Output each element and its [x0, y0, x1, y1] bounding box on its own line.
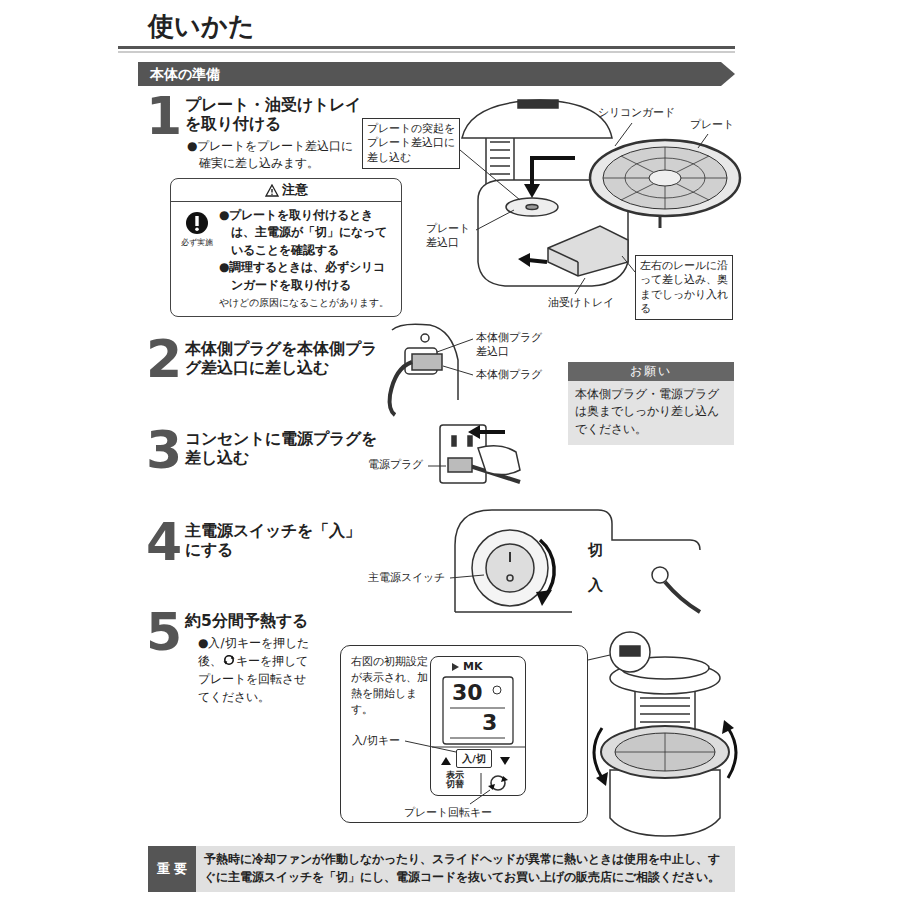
control-panel-details	[432, 663, 526, 794]
step-heading: 主電源スイッチを「入」にする	[185, 522, 371, 561]
rotate-key-icon	[223, 654, 235, 666]
callout-box: 左右のレールに沿って差し込み、奥までしっかり入れる	[635, 255, 733, 320]
step-heading: コンセントに電源プラグを差し込む	[185, 430, 377, 469]
brand-logo: MK	[463, 660, 482, 673]
leader-line	[428, 466, 446, 467]
push-arrow	[478, 430, 505, 434]
must-do-icon	[185, 211, 209, 235]
must-do-label: 必ず実施	[181, 237, 213, 248]
rotate-arrow	[594, 728, 602, 778]
step-number: 5	[146, 606, 182, 658]
insert-arrowhead	[524, 184, 540, 198]
step-heading: 本体側プラグを本体側プラグ差込口に差し込む	[185, 340, 381, 379]
caution-bullet: ●プレートを取り付けるときは、主電源が「切」になっていることを確認する	[219, 207, 395, 259]
callout-box: プレートの突起をプレート差込口に差し込む	[362, 118, 460, 169]
rotate-arrowhead	[722, 720, 734, 734]
insert-arrow	[532, 158, 575, 186]
outlet-step3	[440, 425, 520, 483]
tray-arrow	[528, 260, 547, 262]
caution-icon-col: 必ず実施	[175, 207, 219, 310]
page-title: 使いかた	[148, 10, 255, 44]
title-rule	[118, 46, 735, 49]
part-label: 電源プラグ	[368, 458, 423, 472]
step-number: 1	[146, 90, 182, 142]
section-title: 本体の準備	[138, 62, 735, 86]
step-heading: プレート・油受けトレイを取り付ける	[185, 96, 363, 135]
rotate-arrowhead	[596, 772, 608, 786]
display-digits: 30	[452, 681, 483, 705]
switch-step4	[455, 510, 700, 612]
leader-lines-step2	[437, 339, 473, 375]
turn-arrowhead	[536, 590, 552, 606]
title-rule-thin	[118, 52, 735, 53]
display-switch-key: 表示切替	[437, 771, 473, 792]
part-label: シリコンガード	[598, 106, 675, 120]
request-heading: お願い	[568, 362, 734, 381]
switch-position: 切	[588, 541, 603, 561]
grill-step5	[601, 632, 729, 836]
zoom-line	[588, 655, 610, 660]
caution-header: 注意	[171, 179, 401, 202]
part-label: プレート差込口	[426, 222, 476, 251]
power-key: 入/切	[456, 749, 492, 768]
caution-body: 必ず実施 ●プレートを取り付けるときは、主電源が「切」になっていることを確認する●…	[171, 202, 401, 316]
step-note: ●入/切キーを押した後、キーを押してプレートを回転させてください。	[198, 634, 316, 706]
rotate-arrow	[728, 728, 736, 778]
display-digits: 3	[482, 711, 497, 735]
part-label: 主電源スイッチ	[368, 571, 445, 585]
step-number: 4	[146, 516, 182, 568]
important-text: 予熱時に冷却ファンが作動しなかったり、スライドヘッドが異常に熱いときは使用を中止…	[204, 851, 727, 887]
key-label: 入/切	[457, 750, 491, 767]
control-panel: MK 入/切表示切替	[430, 656, 526, 796]
warning-triangle	[265, 184, 279, 197]
caution-heading: 注意	[282, 181, 308, 199]
push-arrowhead	[468, 425, 480, 439]
part-label: 油受けトレイ	[548, 296, 614, 310]
important-tag-text: 重要	[153, 860, 191, 878]
leader-line	[470, 790, 490, 804]
key-label: 表示切替	[443, 771, 467, 790]
plate	[590, 140, 740, 228]
caution-note: やけどの原因になることがあります。	[219, 296, 395, 310]
part-label: プレート	[690, 118, 734, 132]
section-band: 本体の準備	[138, 62, 735, 86]
callout-text: プレートの突起をプレート差込口に差し込む	[367, 122, 455, 165]
step-number: 2	[146, 333, 182, 385]
callout-text: 左右のレールに沿って差し込み、奥までしっかり入れる	[640, 259, 728, 316]
turn-arrow	[540, 540, 554, 596]
step-number: 3	[146, 424, 182, 476]
important-band: 予熱時に冷却ファンが作動しなかったり、スライドヘッドが異常に熱いときは使用を中止…	[148, 846, 735, 892]
switch-position: 入	[588, 576, 603, 596]
plug-step2	[390, 324, 458, 415]
part-label: 本体側プラグ	[476, 368, 542, 382]
part-label: 本体側プラグ差込口	[476, 331, 546, 360]
caution-bullet: ●調理するときは、必ずシリコンガードを取り付ける	[219, 259, 395, 294]
part-label: 入/切キー	[352, 734, 400, 748]
caution-box: 注意必ず実施 ●プレートを取り付けるときは、主電源が「切」になっていることを確認す…	[170, 178, 402, 317]
part-label: プレート回転キー	[404, 806, 492, 820]
request-box: お願い本体側プラグ・電源プラグは奥までしっかり差し込んでください。	[568, 362, 734, 445]
request-body: 本体側プラグ・電源プラグは奥までしっかり差し込んでください。	[568, 381, 734, 445]
important-tag: 重要	[148, 846, 196, 892]
caution-text-col: ●プレートを取り付けるときは、主電源が「切」になっていることを確認する●調理する…	[219, 207, 395, 310]
inset-text: 右図の初期設定が表示され、加熱を開始します。	[351, 654, 431, 718]
step-note: ●プレートをプレート差込口に確実に差し込みます。	[187, 138, 359, 173]
tray-arrowhead	[518, 253, 530, 267]
step-heading: 約5分間予熱する	[185, 612, 308, 631]
leader-line	[450, 575, 484, 578]
